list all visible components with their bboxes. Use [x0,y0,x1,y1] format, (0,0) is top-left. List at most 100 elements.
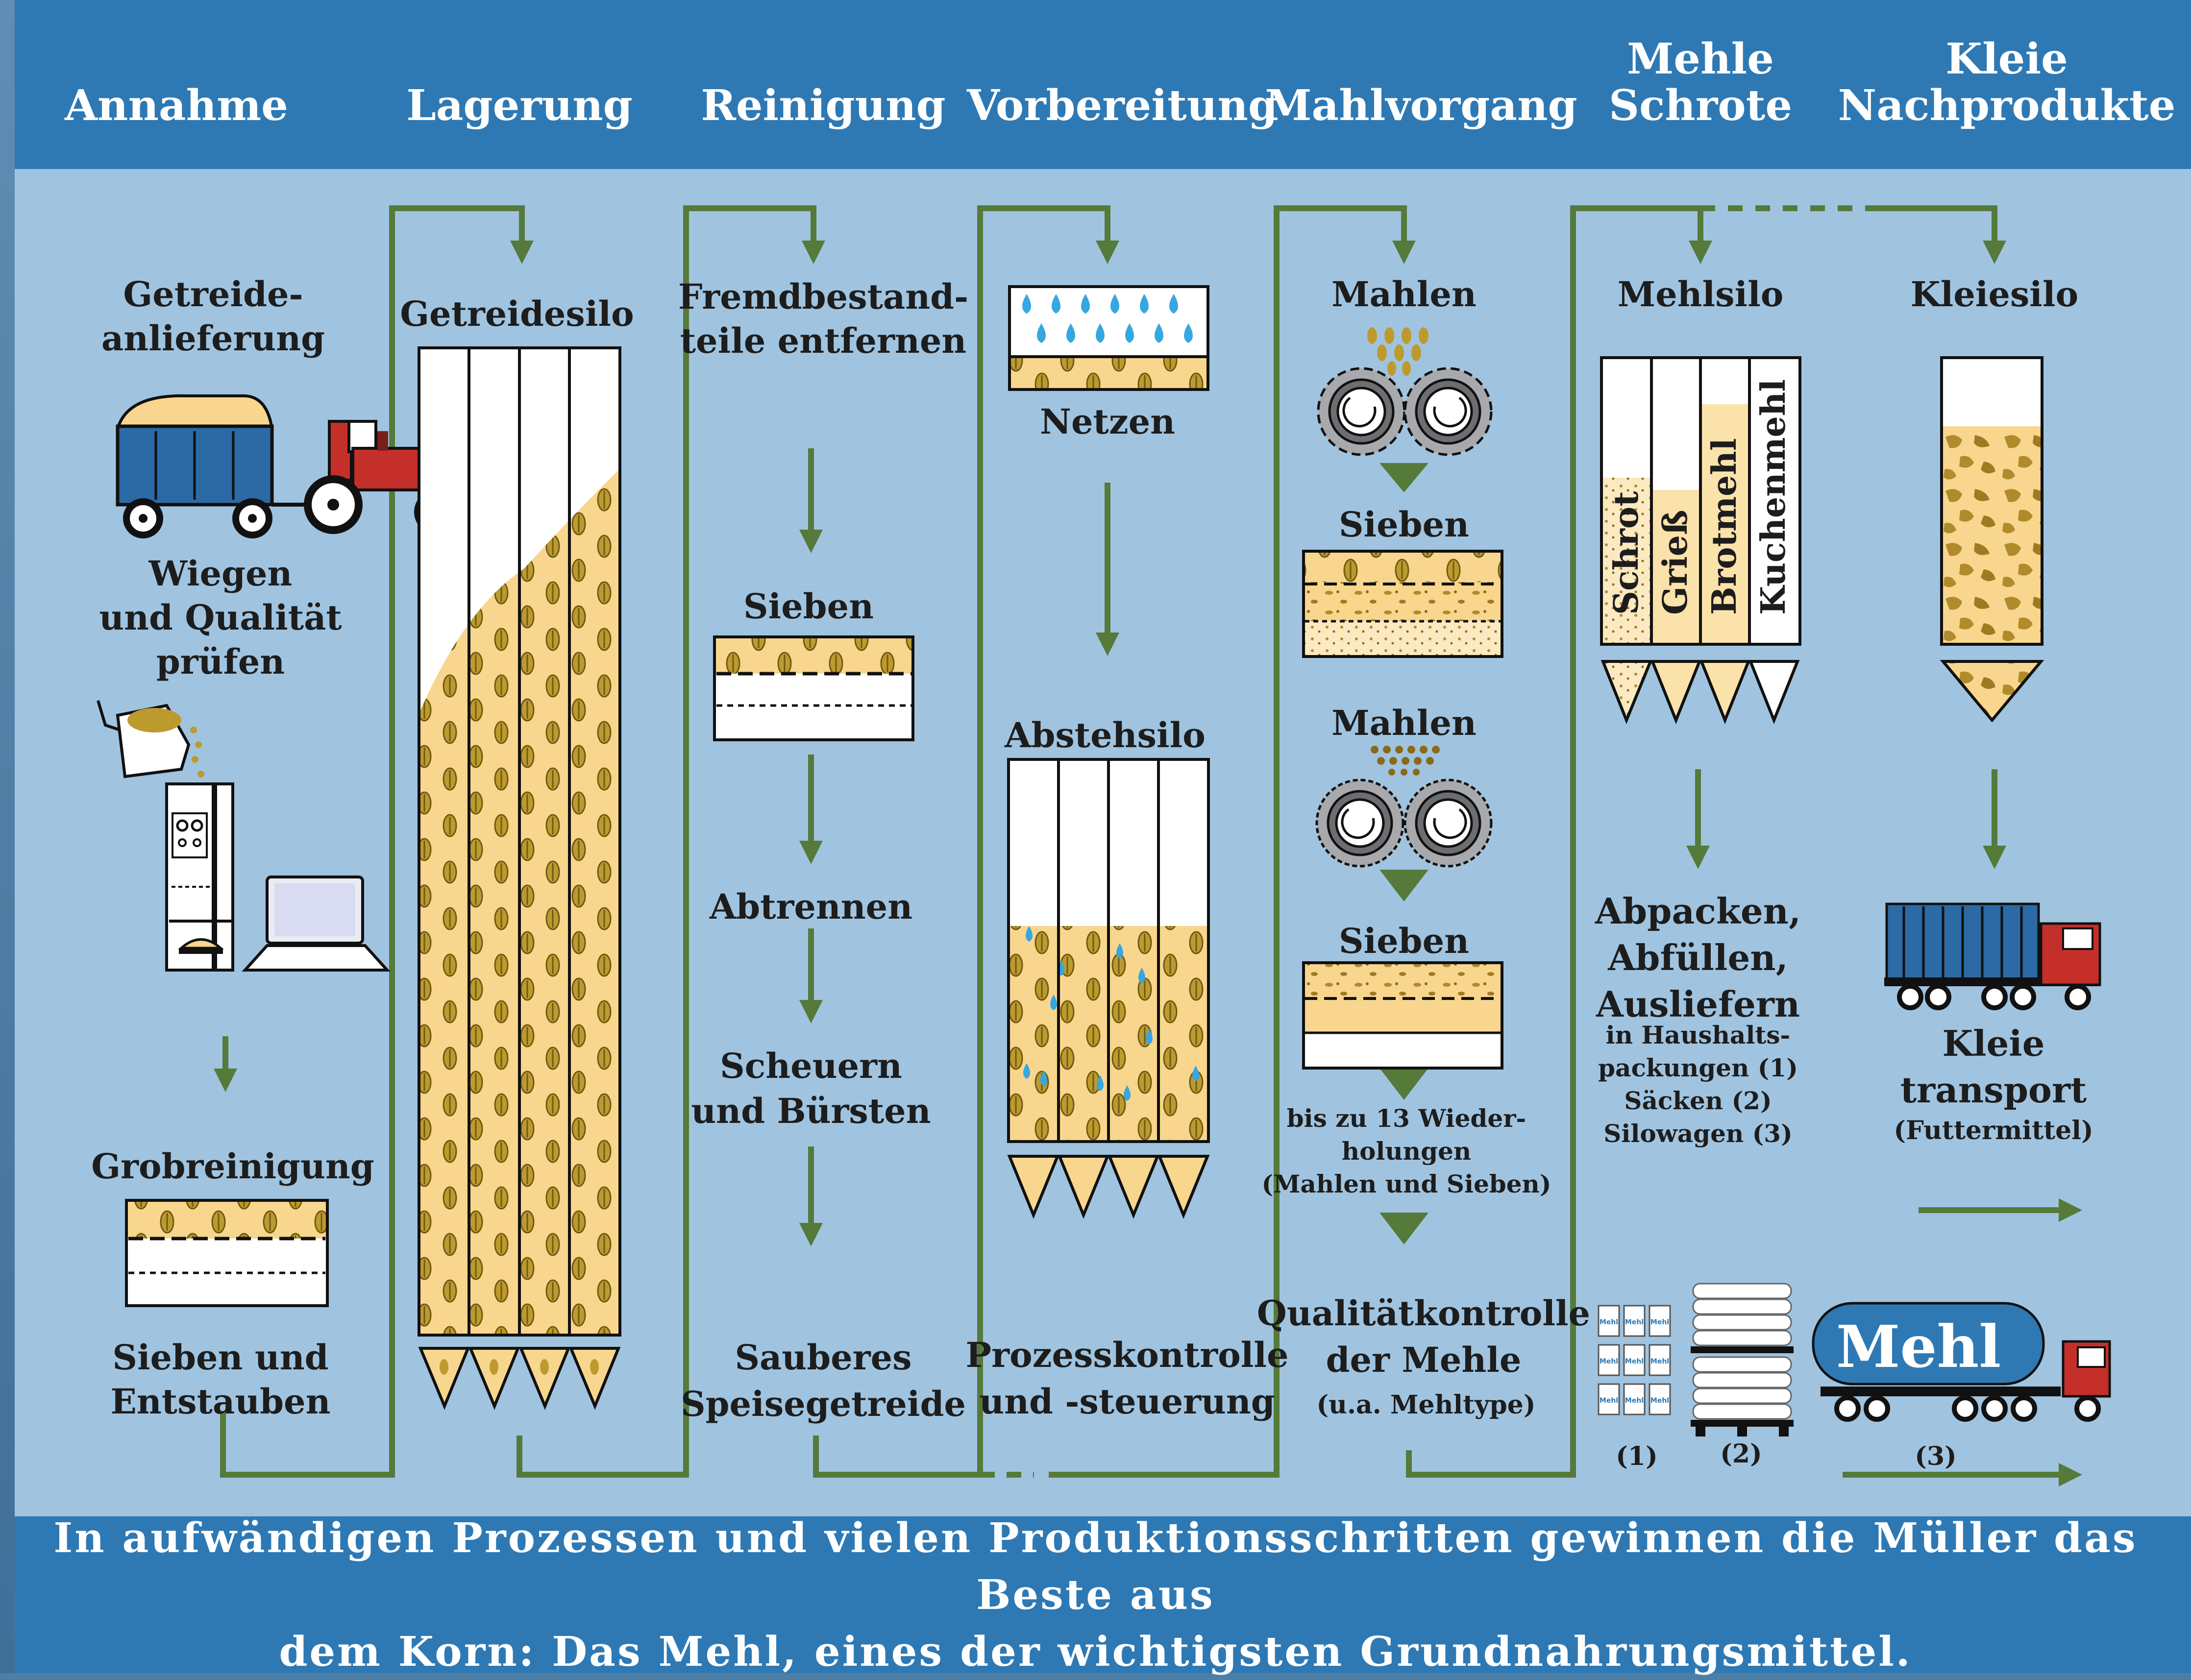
flow-to-kleie [1877,205,2006,264]
caption-band [15,1516,2191,1673]
control-line2: und -steuerung [979,1381,1275,1422]
clean-line1: Sauberes [735,1337,911,1378]
compartment-schrot: Schrot [1607,491,1646,615]
control-line1: Prozesskontrolle [965,1335,1288,1375]
caption-line2: dem Korn: Das Mehl, eines der wichtigste… [279,1628,1912,1676]
header-mehle: Mehle [1627,34,1774,84]
bran-note: (Futtermittel) [1894,1116,2093,1145]
header-band [15,0,2191,169]
caption-line1: In aufwändigen Prozessen und vielen Prod… [53,1514,2138,1619]
mahlvorgang-texts: Mahlen Sieben Mahlen Sieben bis zu 13 Wi… [1257,274,1590,1420]
wet-title: Netzen [1040,401,1175,442]
flow-lagerung-reinigung [517,205,825,1478]
marker-3: (3) [1915,1441,1956,1471]
header-vorbereitung: Vorbereitung [966,81,1278,130]
tanker-label: Mehl [1836,1313,2001,1381]
scour-line2: und Bürsten [691,1091,931,1131]
wetting-icon [1008,285,1209,391]
bran-transport-line2: transport [1900,1069,2087,1111]
mill-rollers-2-icon [1315,746,1493,868]
tempering-title: Abstehsilo [1004,715,1206,755]
bag-label: Mehl [1650,1397,1669,1405]
mehle-texts: Mehlsilo Abpacken, Abfüllen, Ausliefern … [1595,274,1801,1148]
kleie-texts: Kleiesilo Kleie transport (Futtermittel) [1894,274,2093,1145]
mill-small-arrows [1379,463,1428,1244]
compartment-griess: Grieß [1656,510,1695,615]
quality-note: (u.a. Mehltype) [1317,1390,1536,1420]
mill-sieve-2-icon [1302,961,1503,1070]
pack-detail-1: in Haushalts- [1606,1021,1791,1049]
foreign-line1: Fremdbestand- [678,276,968,317]
bag-label: Mehl [1600,1358,1618,1365]
quality-test-icon [97,700,391,972]
sacks-pallet-icon [1691,1283,1794,1437]
marker-1: (1) [1616,1441,1657,1471]
header-mahlvorgang: Mahlvorgang [1265,81,1577,130]
vorbereitung-texts: Netzen Abstehsilo Prozesskontrolle und -… [965,401,1288,1422]
delivery-markers: (1) (2) (3) [1616,1439,1956,1471]
header-lagerung: Lagerung [406,81,633,130]
quality-line2: der Mehle [1326,1339,1522,1380]
cleaning-sieve-icon [713,635,914,741]
clean-line2: Speisegetreide [681,1384,966,1424]
mill2-title: Mahlen [1331,703,1477,743]
coarse-title: Grobreinigung [91,1146,374,1187]
marker-2: (2) [1720,1439,1762,1469]
pack-line2: Abfüllen, [1607,937,1788,978]
delivery-line2: anlieferung [101,318,325,359]
flour-silo-icon: Schrot Grieß Brotmehl Kuchenmehl [1600,356,1801,725]
compartment-brotmehl: Brotmehl [1705,438,1744,615]
bag-label: Mehl [1625,1397,1644,1405]
scour-line1: Scheuern [720,1046,902,1086]
mill-rollers-icon [1317,327,1493,456]
annahme-texts: Getreide- anlieferung Wiegen und Qualitä… [91,274,374,1422]
pack-line1: Abpacken, [1595,890,1801,932]
weigh-line1: Wiegen [148,553,293,594]
pack-line3: Ausliefern [1596,983,1800,1025]
header-nachprodukte: Nachprodukte [1838,81,2176,130]
weigh-line3: prüfen [156,641,285,682]
pack-detail-3: Säcken (2) [1624,1086,1772,1115]
bran-silo-icon [1940,356,2044,723]
bag-label: Mehl [1600,1318,1618,1326]
tractor-trailer-icon [116,394,462,538]
foreign-line2: teile entfernen [680,320,967,361]
bag-label: Mehl [1625,1358,1644,1365]
flour-tanker-icon: Mehl [1812,1302,2111,1422]
pack-detail-2: packungen (1) [1598,1053,1798,1082]
repeat-line2: holungen [1342,1137,1472,1166]
repeat-line1: bis zu 13 Wieder- [1287,1104,1526,1133]
tempering-silo-icon [1007,758,1210,1219]
separate-title: Abtrennen [709,886,912,927]
sieve1-title: Sieben [1339,504,1469,545]
sieve2-title: Sieben [1339,921,1469,961]
bag-label: Mehl [1650,1318,1669,1326]
quality-line1: Qualitätkontrolle [1257,1293,1590,1334]
bran-truck-icon [1884,902,2101,1010]
header-titles: Annahme Lagerung Reinigung Vorbereitung … [64,34,2175,130]
header-kleie: Kleie [1945,34,2068,84]
sieve-dust-line1: Sieben und [112,1337,328,1378]
bag-label: Mehl [1600,1397,1618,1405]
flow-lines [220,205,2006,1478]
flow-annahme-lagerung [220,205,534,1478]
mill1-title: Mahlen [1331,274,1477,315]
flow-mahlvorgang-mehle [1406,205,1712,1478]
bran-transport-line1: Kleie [1943,1023,2045,1064]
repeat-line3: (Mahlen und Sieben) [1261,1169,1551,1198]
mill-sieve-1-icon [1302,550,1503,658]
coarse-sieve-icon [125,1199,329,1307]
flow-vorbereitung-mahlvorgang [1049,205,1416,1478]
header-annahme: Annahme [64,81,288,130]
reinigung-texts: Fremdbestand- teile entfernen Sieben Abt… [678,276,968,1424]
flow-reinigung-vorbereitung [813,205,1119,1478]
caption: In aufwändigen Prozessen und vielen Prod… [0,1514,2191,1676]
sieve-dust-line2: Entstauben [111,1381,331,1422]
bag-label: Mehl [1625,1318,1644,1326]
bag-label: Mehl [1650,1358,1669,1365]
grain-silo-icon [418,346,621,1410]
rein-sieve-title: Sieben [743,586,874,627]
household-packages-icon: Mehl Mehl Mehl Mehl Mehl Mehl Mehl Mehl … [1598,1305,1671,1415]
bran-silo-title: Kleiesilo [1911,274,2078,315]
